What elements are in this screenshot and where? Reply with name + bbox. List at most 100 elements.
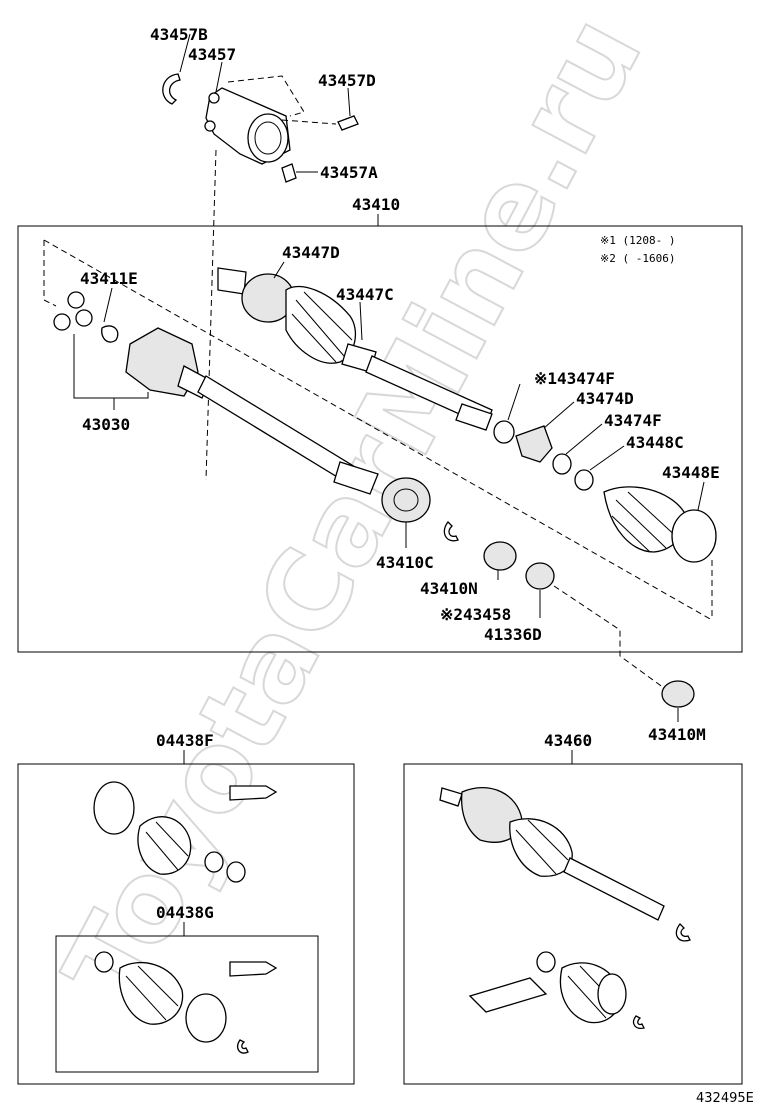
kit-g-boot-folds: [125, 965, 179, 1021]
kit-f-large-clamp: [93, 781, 135, 835]
bracket-hole-top: [208, 92, 220, 104]
note-2: ※2 ( -1606): [600, 252, 675, 265]
clamp-43474F-b: [552, 453, 572, 475]
clamp-43474F-a: [493, 420, 515, 444]
kit-f-small-clamp-a: [204, 851, 224, 873]
guide-diagonal: [43, 239, 713, 621]
tripod-roller-left: [53, 313, 71, 331]
kit-f-boot: [137, 816, 192, 875]
kit-f-boot-folds: [145, 821, 189, 871]
bracket-bearing-ring: [247, 113, 289, 163]
kit-04438F-parts: [93, 781, 278, 883]
kit-43460-boot-folds: [515, 819, 569, 875]
label-43457D[interactable]: 43457D: [318, 71, 376, 90]
tripod-roller-right: [75, 309, 93, 327]
outer-stub-spline: [217, 267, 247, 295]
snap-ring-43457B: [162, 73, 181, 105]
bracket-guide-bolt-d: [281, 119, 337, 125]
label-43460[interactable]: 43460: [544, 731, 592, 750]
label-04438G[interactable]: 04438G: [156, 903, 214, 922]
dust-seal-41336D: [525, 562, 555, 590]
label-43458[interactable]: ※243458: [440, 605, 511, 624]
label-43474D[interactable]: 43474D: [576, 389, 634, 408]
kit-43460-snap-ring: [675, 923, 691, 942]
inner-boot-folds: [611, 491, 681, 553]
bolt-43457A: [281, 163, 297, 183]
bracket-guide-top: [227, 75, 305, 117]
inner-boot-clamp: [671, 509, 717, 563]
bracket-assembly: [162, 33, 359, 481]
kit-f-small-clamp-b: [226, 861, 246, 883]
center-bearing-43410C: [381, 477, 431, 523]
leader-43448C: [589, 445, 625, 471]
kit-g-grease-tube: [229, 961, 278, 977]
kit-g-large-clamp: [185, 993, 227, 1043]
kit-43460-small-clamp: [536, 951, 556, 973]
kit-f-grease-tube: [229, 785, 278, 801]
inner-boot-group: [603, 486, 717, 563]
kit-43460-shaft: [563, 857, 665, 921]
main-shaft-spline: [333, 461, 379, 495]
leader-43474F-1: [507, 383, 521, 421]
leader-43457B: [179, 33, 191, 73]
label-43474F-2[interactable]: 43474F: [604, 411, 662, 430]
seal-43410M: [661, 680, 695, 708]
kit-43460-ring: [632, 1015, 645, 1030]
kit-box-43460: [403, 763, 743, 1085]
kit-box-04438F: [17, 763, 355, 1085]
label-43447D[interactable]: 43447D: [282, 243, 340, 262]
leader-43457D: [347, 87, 351, 117]
outer-boot-folds: [291, 291, 353, 363]
inner-housing-group: [125, 327, 211, 399]
kit-43460-grease-pack: [468, 977, 548, 1013]
label-41336D[interactable]: 41336D: [484, 625, 542, 644]
label-43457A[interactable]: 43457A: [320, 163, 378, 182]
leader-43474D: [543, 401, 575, 429]
kit-g-small-clamp: [94, 951, 114, 973]
label-43447C[interactable]: 43447C: [336, 285, 394, 304]
leader-43457: [215, 61, 223, 93]
tripod-group: [53, 291, 119, 343]
bolt-43457D: [337, 115, 359, 131]
snap-ring-small: [443, 521, 459, 542]
kit-g-boot: [118, 961, 184, 1025]
leader-43411E: [103, 287, 113, 323]
label-43410M[interactable]: 43410M: [648, 725, 706, 744]
kit-box-04438G: [55, 935, 319, 1073]
label-43410[interactable]: 43410: [352, 195, 400, 214]
label-43030[interactable]: 43030: [82, 415, 130, 434]
leader-43474F-2: [565, 423, 603, 455]
label-43410N[interactable]: 43410N: [420, 579, 478, 598]
leader-43448E: [697, 481, 705, 511]
label-43457[interactable]: 43457: [188, 45, 236, 64]
label-43474F-1[interactable]: ※143474F: [534, 369, 615, 388]
kit-43460-spline: [439, 787, 463, 807]
leader-43447C: [359, 301, 363, 341]
snap-ring-43411E: [101, 325, 119, 343]
label-43457B[interactable]: 43457B: [150, 25, 208, 44]
bracket-guide-down: [205, 149, 217, 481]
outer-boot-43447C: [285, 285, 357, 364]
kit-04438G-parts: [94, 951, 278, 1054]
seal-43410N: [483, 541, 517, 571]
damper-43474D: [515, 425, 553, 463]
kit-43460-large-clamp: [597, 973, 627, 1015]
guide-left-vertical: [43, 240, 57, 307]
bracket-bearing-inner: [254, 121, 282, 155]
label-43411E[interactable]: 43411E: [80, 269, 138, 288]
tripod-roller-top: [67, 291, 85, 309]
bracket-43030: [73, 334, 149, 399]
kit-43460-outer-boot: [509, 818, 573, 877]
label-43448C[interactable]: 43448C: [626, 433, 684, 452]
label-43448E[interactable]: 43448E: [662, 463, 720, 482]
note-1: ※1 (1208- ): [600, 234, 675, 247]
outer-joint-group: [217, 267, 377, 373]
label-04438F[interactable]: 04438F: [156, 731, 214, 750]
clamp-43448C: [574, 469, 594, 491]
center-bearing-inner: [393, 488, 419, 512]
label-43410C[interactable]: 43410C: [376, 553, 434, 572]
kit-g-snap-ring: [236, 1039, 249, 1054]
guide-to-43410M: [553, 585, 665, 689]
diagram-code: 432495E: [696, 1091, 754, 1106]
